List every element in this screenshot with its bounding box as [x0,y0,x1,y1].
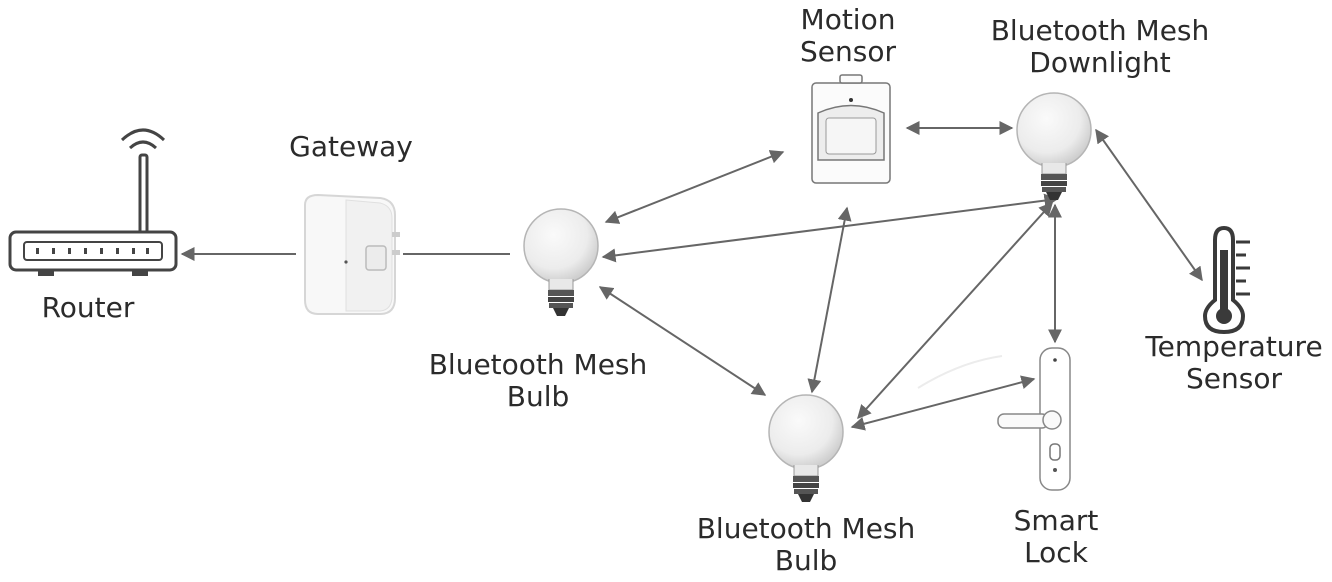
connections [180,121,1203,431]
router-icon [8,128,178,276]
link-downlight-bottombulb [857,201,1053,420]
gateway-label: Gateway [283,131,419,163]
smart-lock-icon [917,347,1071,491]
router-label-text: Router [41,291,135,324]
link-motion-bottombulb [807,206,852,394]
gateway-label-text: Gateway [289,130,413,163]
bulb-bottom-label-line1: Bluetooth Mesh [696,512,916,545]
link-bulb-downlight [601,193,1059,263]
motion-sensor-icon [811,74,891,184]
smart-lock-label-line2: Lock [1024,536,1088,569]
motion-sensor-label-line2: Sensor [800,35,896,68]
downlight-label-line2: Downlight [1029,46,1171,79]
light-bulb-icon [523,208,599,317]
downlight-label-line1: Bluetooth Mesh [990,14,1210,47]
bulb-bottom-label-line2: Bulb [774,544,838,577]
motion-sensor-label-line1: Motion [800,3,896,36]
temperature-sensor-label-line1: Temperature [1145,330,1323,363]
light-bulb-icon [1016,92,1092,201]
link-bulb-bulb [598,286,767,396]
router-label: Router [38,292,138,324]
temperature-sensor-label: Temperature Sensor [1136,331,1332,395]
downlight-label: Bluetooth Mesh Downlight [980,15,1220,79]
bulb-left-label: Bluetooth Mesh Bulb [418,349,658,413]
light-bulb-icon [768,394,844,503]
temperature-sensor-label-line2: Sensor [1186,362,1282,395]
thermometer-icon [1202,225,1250,335]
bulb-bottom-label: Bluetooth Mesh Bulb [686,513,926,577]
bulb-left-label-line2: Bulb [506,380,570,413]
smart-lock-label: Smart Lock [996,505,1116,569]
bulb-left-label-line1: Bluetooth Mesh [428,348,648,381]
link-bottombulb-lock [850,375,1036,431]
motion-sensor-label: Motion Sensor [787,4,909,68]
link-downlight-temperature [1095,128,1203,282]
link-bulb-motion [604,150,785,224]
smart-lock-label-line1: Smart [1013,504,1099,537]
gateway-icon [304,193,400,315]
